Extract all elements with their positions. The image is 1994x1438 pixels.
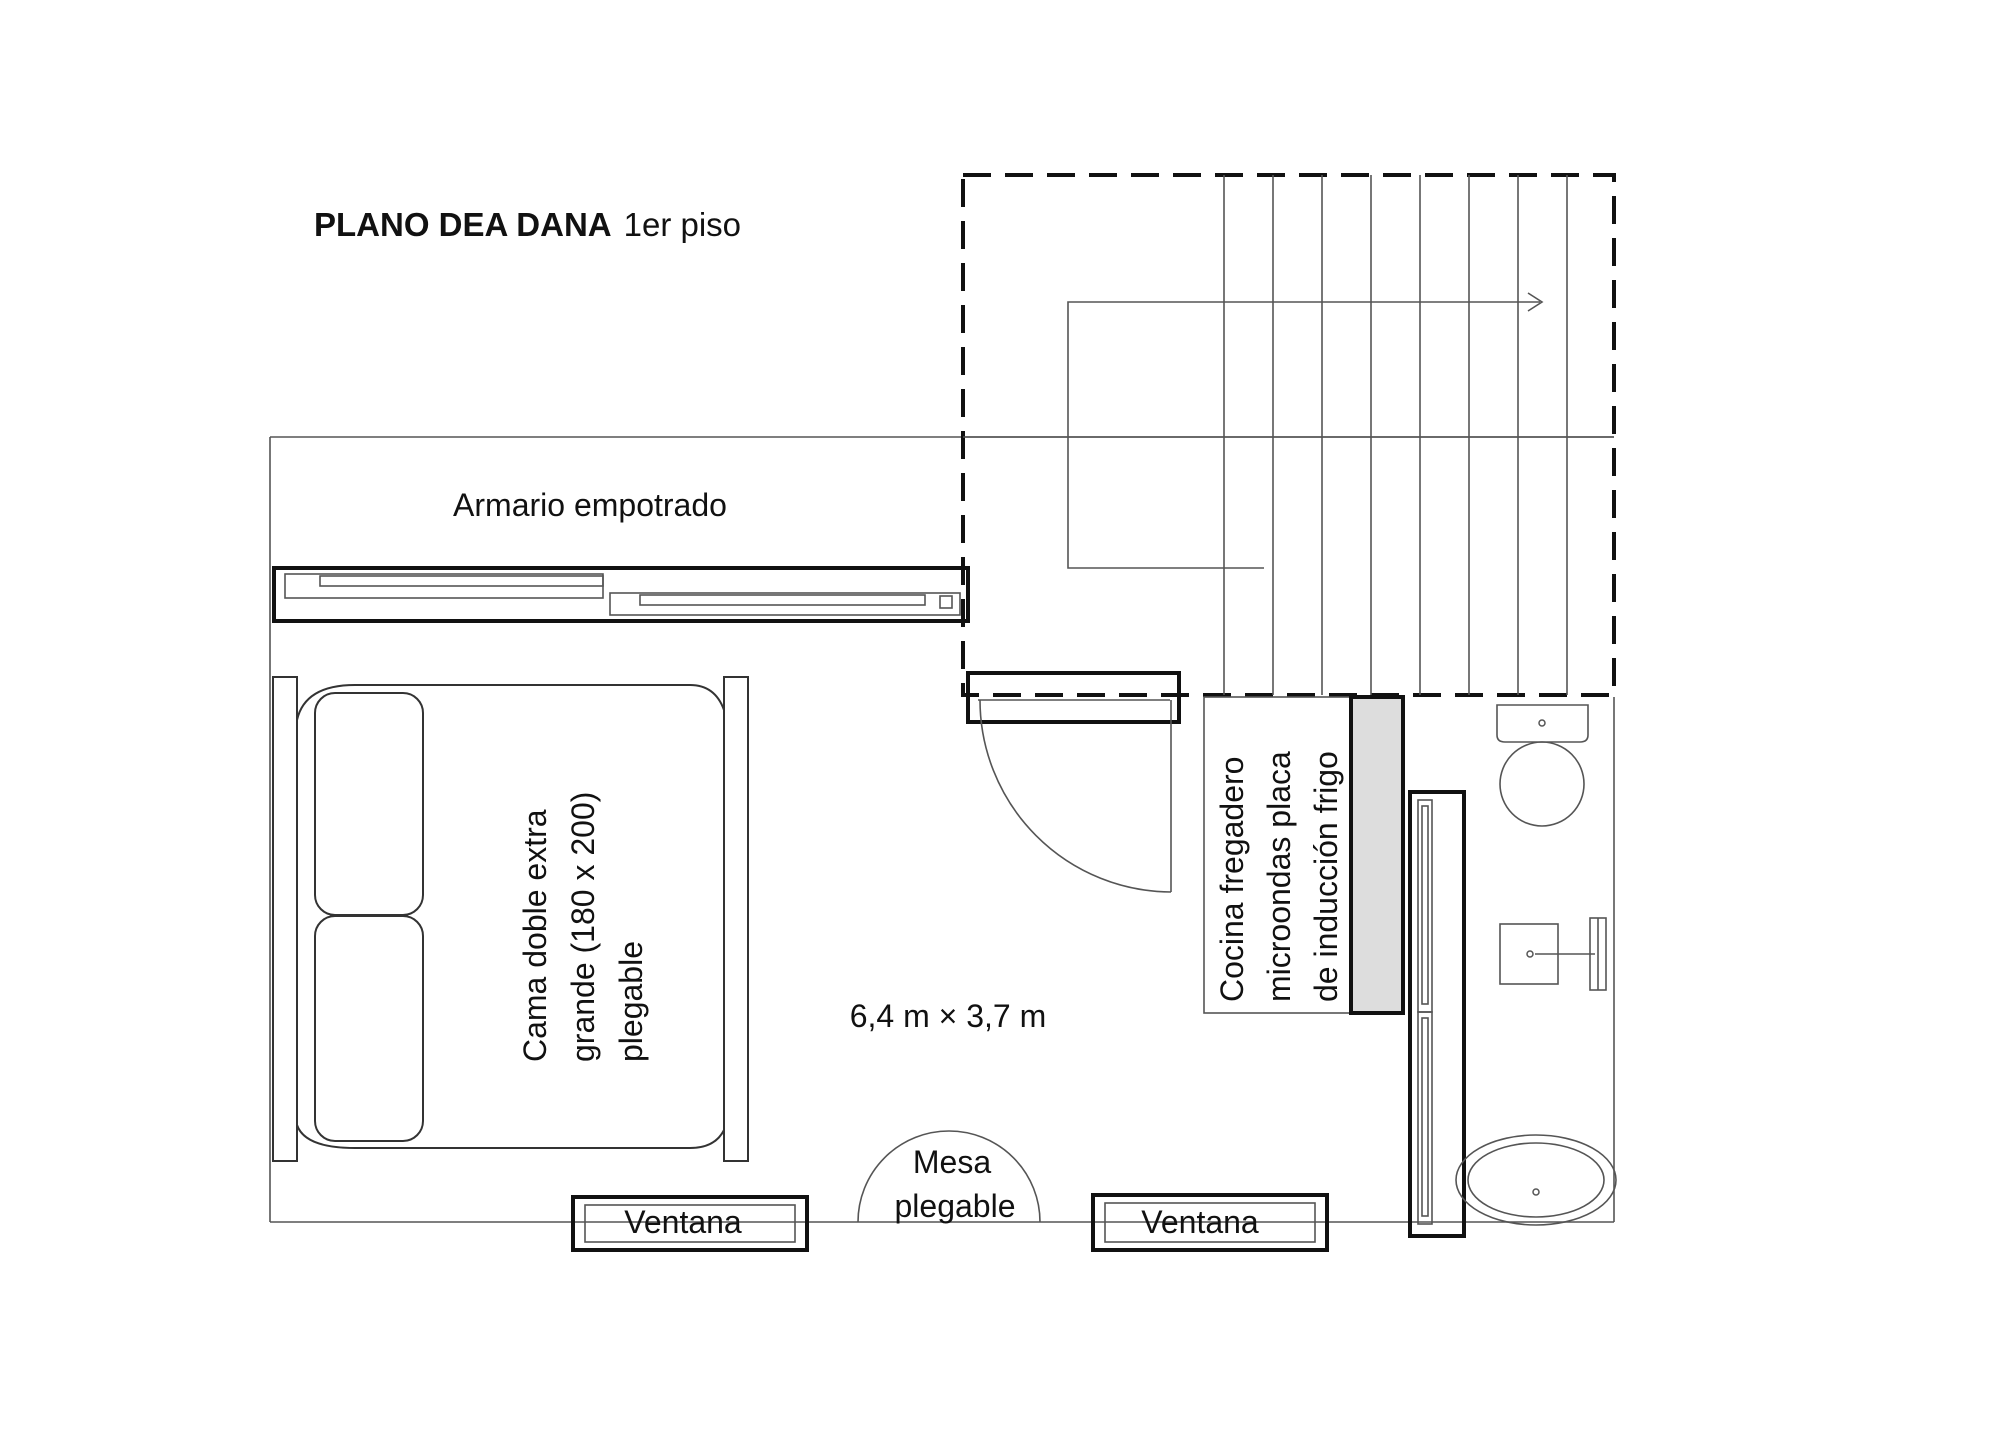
plan-title: PLANO DEA DANA 1er piso bbox=[314, 206, 741, 243]
bed-label-line3: plegable bbox=[613, 941, 649, 1062]
table-label-line2: plegable bbox=[895, 1188, 1016, 1224]
room-walls bbox=[269, 436, 1615, 1223]
double-bed bbox=[272, 676, 749, 1162]
window-right bbox=[1091, 1193, 1329, 1252]
stair-direction-arrow bbox=[1067, 292, 1544, 569]
kitchen-label-line3: de inducción frigo bbox=[1308, 751, 1344, 1002]
window-left-label: Ventana bbox=[624, 1204, 742, 1240]
wash-basin bbox=[1455, 1134, 1617, 1226]
bed-label-line1: Cama doble extra bbox=[517, 809, 553, 1062]
kitchen-area bbox=[1203, 695, 1405, 1015]
kitchen-label-line2: microondas placa bbox=[1261, 751, 1297, 1002]
bathroom-partition bbox=[1408, 790, 1466, 1238]
window-left bbox=[571, 1195, 809, 1252]
kitchen-label-line1: Cocina fregadero bbox=[1214, 757, 1250, 1002]
wardrobe-label: Armario empotrado bbox=[453, 487, 727, 523]
built-in-wardrobe bbox=[272, 566, 970, 623]
table-label-line1: Mesa bbox=[913, 1144, 991, 1180]
bed-label-line2: grande (180 x 200) bbox=[565, 792, 601, 1062]
staircase bbox=[961, 173, 1616, 697]
toilet bbox=[1496, 704, 1589, 827]
plan-title-bold: PLANO DEA DANA bbox=[314, 206, 612, 243]
shower bbox=[1499, 917, 1607, 991]
folding-table bbox=[857, 1130, 1041, 1223]
window-right-label: Ventana bbox=[1141, 1204, 1259, 1240]
entrance-door bbox=[966, 671, 1181, 893]
plan-title-floor: 1er piso bbox=[624, 206, 741, 243]
room-dimensions: 6,4 m × 3,7 m bbox=[850, 998, 1047, 1034]
